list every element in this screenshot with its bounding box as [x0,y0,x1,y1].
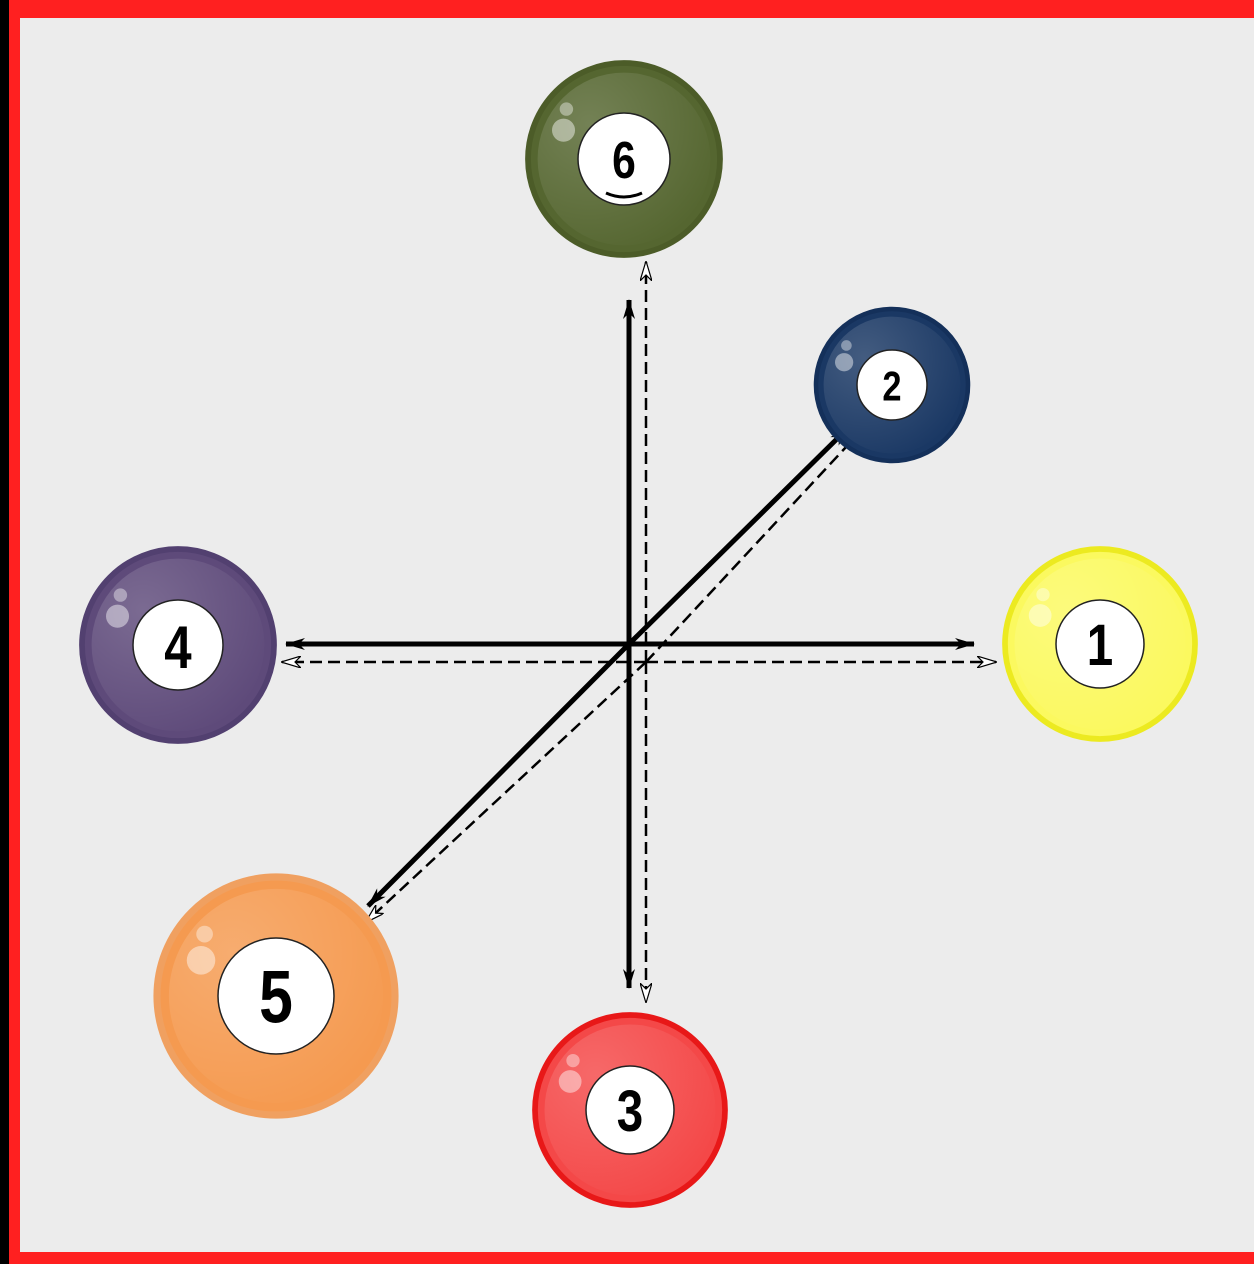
ball-4-highlight-small [114,588,127,601]
frame-left-shadow [0,0,9,1264]
ball-1-number: 1 [1087,614,1113,679]
ball-2-highlight-small [841,340,852,351]
ball-4: 4 [82,549,274,741]
ball-2-highlight-large [835,353,853,371]
ball-1-highlight-large [1029,604,1052,627]
ball-5-number: 5 [259,957,293,1039]
ball-3: 3 [535,1015,725,1205]
ball-6-highlight-large [552,119,575,142]
ball-6-highlight-small [560,102,573,115]
ball-1: 1 [1005,549,1195,739]
ball-6-number: 6 [612,132,636,190]
ball-4-number: 4 [164,613,192,681]
ball-2: 2 [816,309,968,461]
ball-3-highlight-large [559,1070,582,1093]
ball-5-highlight-small [196,926,213,943]
ball-3-highlight-small [566,1054,579,1067]
ball-4-highlight-large [106,605,129,628]
ball-5-highlight-large [187,946,216,975]
ball-1-highlight-small [1036,588,1049,601]
ball-6: 6 [528,63,720,255]
ball-5: 5 [157,877,395,1115]
ball-3-number: 3 [617,1080,643,1145]
ball-2-number: 2 [882,363,901,410]
